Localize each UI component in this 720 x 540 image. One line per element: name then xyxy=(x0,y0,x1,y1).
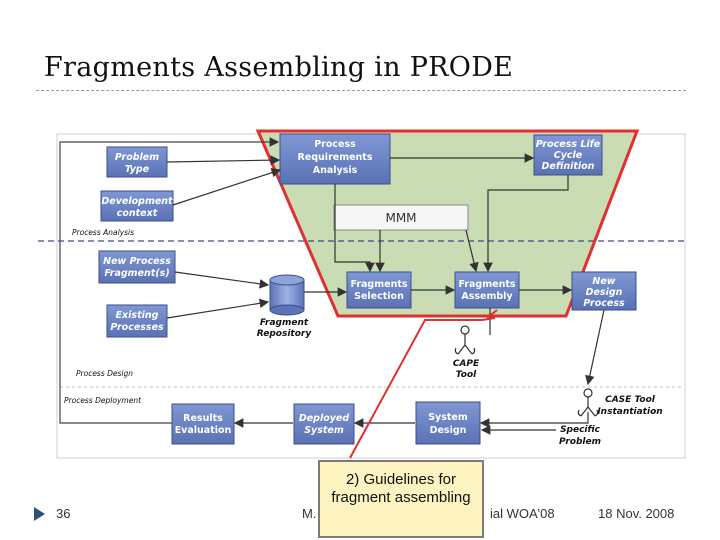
new-process-fragments-line1: New Process xyxy=(103,256,171,267)
fragments-assembly-box: Fragments Assembly xyxy=(454,271,520,309)
cape-tool-line1: CAPE xyxy=(453,359,480,369)
development-context-line1: Development xyxy=(101,196,173,207)
cape-tool-line2: Tool xyxy=(456,370,477,380)
footer-date: 18 Nov. 2008 xyxy=(598,506,675,521)
pra-line1: Process xyxy=(314,139,356,150)
fragment-repository-cylinder xyxy=(269,274,305,316)
fragments-selection-box: Fragments Selection xyxy=(346,271,412,309)
arrow-plc-to-assembly xyxy=(483,175,569,273)
callout-line2: fragment assembling xyxy=(331,489,471,506)
case-tool-icon xyxy=(577,388,599,417)
arrow-existing-to-repo xyxy=(166,298,270,319)
slide-title: Fragments Assembling in PRODE xyxy=(44,52,514,83)
development-context-line2: context xyxy=(117,208,158,219)
ds-line2: System xyxy=(304,425,344,436)
specific-problem-line1: Specific xyxy=(560,425,601,435)
callout-pointer xyxy=(349,317,496,459)
plc-line2: Cycle xyxy=(554,150,583,161)
ndp-line1: New xyxy=(592,276,615,287)
case-tool-line2: Instantiation xyxy=(597,407,662,417)
results-evaluation-box: Results Evaluation xyxy=(171,403,235,445)
arrow-problem-to-pra xyxy=(166,155,281,165)
ds-line1: Deployed xyxy=(299,413,350,424)
arrow-newfrag-to-repo xyxy=(174,271,270,289)
new-design-process-box: New Design Process xyxy=(571,271,637,311)
existing-processes-line1: Existing xyxy=(116,310,159,321)
guidelines-callout: 2) Guidelines for fragment assembling xyxy=(318,460,484,538)
process-analysis-label: Process Analysis xyxy=(72,228,134,237)
new-process-fragments-line2: Fragment(s) xyxy=(104,268,169,279)
fragment-repository-line1: Fragment xyxy=(260,318,309,328)
pra-line2: Requirements xyxy=(297,152,372,163)
sd-line1: System xyxy=(428,412,468,423)
specific-problem-line2: Problem xyxy=(559,437,601,447)
process-requirements-analysis-box: Process Requirements Analysis xyxy=(279,133,391,185)
problem-type-line1: Problem xyxy=(115,152,159,163)
ndp-line2: Design xyxy=(586,287,623,298)
ndp-line3: Process xyxy=(583,298,625,309)
development-context-box: Development context xyxy=(100,190,174,222)
callout-line1: 2) Guidelines for xyxy=(345,471,457,488)
problem-type-box: Problem Type xyxy=(106,146,168,178)
plc-line1: Process Life xyxy=(536,139,601,150)
sd-line2: Design xyxy=(430,425,467,436)
plc-line3: Definition xyxy=(542,161,595,172)
existing-processes-box: Existing Processes xyxy=(106,304,168,338)
arrow-pra-to-selection xyxy=(334,184,375,273)
arrow-case-to-sd xyxy=(479,412,589,428)
deployed-system-box: Deployed System xyxy=(293,403,355,445)
footer-event: ial WOA'08 xyxy=(490,506,555,521)
pra-line3: Analysis xyxy=(313,165,358,176)
existing-processes-line2: Processes xyxy=(110,322,164,333)
problem-type-line2: Type xyxy=(125,164,150,175)
fs-line1: Fragments xyxy=(350,279,407,290)
process-deployment-label: Process Deployment xyxy=(64,396,142,405)
cape-tool-icon xyxy=(454,325,476,355)
fs-line2: Selection xyxy=(354,291,404,302)
footer-bullet-icon xyxy=(34,507,45,521)
callout-pointer-right xyxy=(486,309,498,319)
mmm-label: MMM xyxy=(385,211,416,225)
feedback-line-left xyxy=(59,137,280,424)
arrow-mmm-to-assembly xyxy=(465,229,479,273)
case-tool-line1: CASE Tool xyxy=(605,395,656,405)
process-life-cycle-box: Process Life Cycle Definition xyxy=(533,134,603,176)
page-number: 36 xyxy=(56,506,71,521)
fragment-repository-line2: Repository xyxy=(257,329,313,339)
title-divider xyxy=(36,90,686,91)
fa-line2: Assembly xyxy=(461,291,513,302)
arrow-devctx-to-pra xyxy=(172,168,282,206)
footer-author: M. xyxy=(302,506,317,521)
re-line1: Results xyxy=(183,413,223,424)
new-process-fragments-box: New Process Fragment(s) xyxy=(98,250,176,284)
process-design-label: Process Design xyxy=(76,369,133,378)
mmm-box xyxy=(333,204,469,231)
system-design-box: System Design xyxy=(415,401,481,445)
re-line2: Evaluation xyxy=(175,425,232,436)
arrow-ndp-to-case xyxy=(585,309,605,386)
fa-line1: Fragments xyxy=(458,279,515,290)
